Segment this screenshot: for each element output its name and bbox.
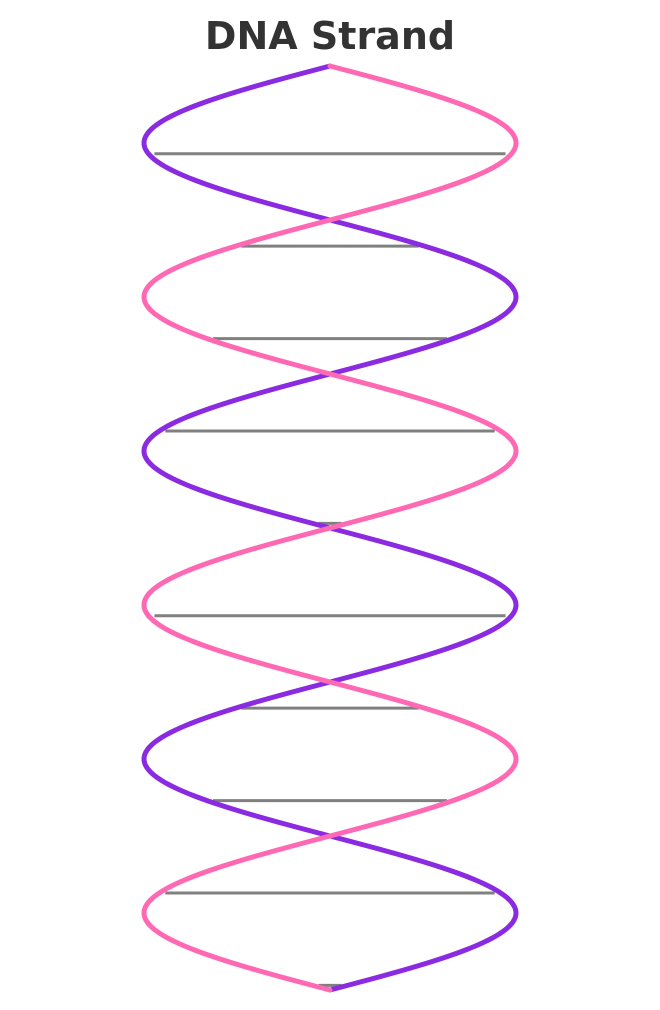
strand-b	[141, 63, 519, 993]
base-pair-rungs	[154, 152, 506, 987]
diagram-title: DNA Strand	[204, 14, 456, 58]
